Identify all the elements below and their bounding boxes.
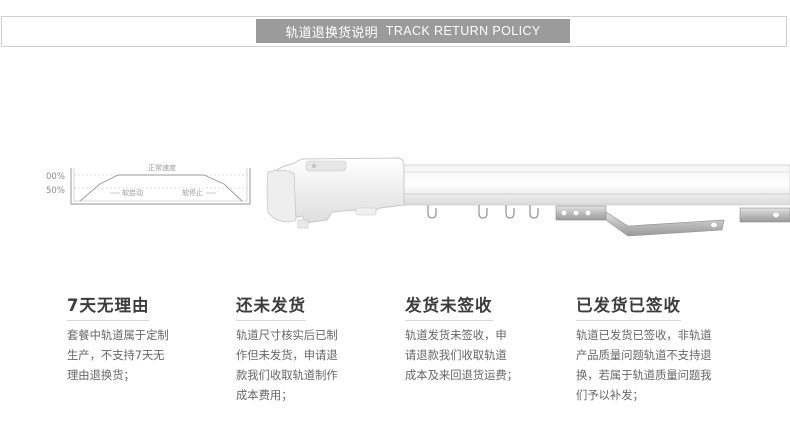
bracket-hole <box>585 210 591 216</box>
runner-hook <box>529 205 539 219</box>
policy-body: 轨道尺寸核实后已制 作但未发货，申请退 款我们收取轨道制作 成本费用； <box>236 326 384 406</box>
policy-shipped-not-received: 发货未签收 轨道发货未签收，申 请退款我们收取轨道 成本及来回退货运费； <box>405 292 555 386</box>
policy-body: 轨道已发货已签收，非轨道 产品质量问题轨道不支持退 换，若属于轨道质量问题我 们… <box>576 326 756 406</box>
motor-end-cap <box>266 170 297 223</box>
extension-arm <box>605 211 725 237</box>
bracket-hole <box>561 210 567 216</box>
policy-not-shipped: 还未发货 轨道尺寸核实后已制 作但未发货，申请退 款我们收取轨道制作 成本费用； <box>236 292 386 406</box>
soft-start-label: 软启动 <box>122 188 143 197</box>
policy-line: 成本费用； <box>236 389 293 402</box>
runner-hook <box>478 205 488 219</box>
policy-line: 套餐中轨道属于定制 <box>67 329 169 342</box>
banner-title: 轨道退换货说明 TRACK RETURN POLICY <box>256 19 570 43</box>
policy-title: 7天无理由 <box>67 292 150 321</box>
policy-title: 已发货已签收 <box>576 292 681 321</box>
end-bracket <box>739 207 790 223</box>
policy-body: 轨道发货未签收，申 请退款我们收取轨道 成本及来回退货运费； <box>405 326 553 386</box>
motor-screw <box>312 164 316 168</box>
policy-7days: 7天无理由 套餐中轨道属于定制 生产，不支持7天无 理由退换货； <box>67 292 217 386</box>
policy-line: 请退款我们收取轨道 <box>405 349 507 362</box>
track-product-image <box>262 150 790 240</box>
policy-line: 轨道已发货已签收，非轨道 <box>576 329 712 342</box>
end-bracket-hole <box>773 212 779 218</box>
soft-stop-label: 软停止 <box>182 188 203 197</box>
track-rail <box>391 164 790 206</box>
speed-frame-inner <box>73 168 248 202</box>
policy-title: 还未发货 <box>236 292 306 321</box>
policy-line: 产品质量问题轨道不支持退 <box>576 349 712 362</box>
policy-line: 轨道尺寸核实后已制 <box>236 329 338 342</box>
policy-line: 理由退换货； <box>67 369 135 382</box>
policy-title: 发货未签收 <box>405 292 493 321</box>
track-product-svg <box>266 157 790 237</box>
runner-hooks <box>427 205 539 219</box>
speed-diagram: 00% 50% 正常速度 软启动 软停止 <box>46 158 261 218</box>
motor-clip <box>297 219 309 229</box>
policy-line: 款我们收取轨道制作 <box>236 369 338 382</box>
speed-profile-line <box>79 174 243 202</box>
banner-title-cn: 轨道退换货说明 <box>285 25 378 41</box>
policy-body: 套餐中轨道属于定制 生产，不支持7天无 理由退换货； <box>67 326 215 386</box>
policy-shipped-received: 已发货已签收 轨道已发货已签收，非轨道 产品质量问题轨道不支持退 换，若属于轨道… <box>576 292 756 406</box>
speed-normal-label: 正常速度 <box>148 163 176 172</box>
runner-hook <box>505 205 515 219</box>
speed-frame <box>70 168 251 205</box>
speed-top-pct: 00% <box>46 172 65 182</box>
arm-hole <box>711 222 717 228</box>
runner-hook <box>427 205 437 219</box>
speed-diagram-svg: 00% 50% 正常速度 软启动 软停止 <box>46 163 251 205</box>
banner-title-en: TRACK RETURN POLICY <box>385 24 541 38</box>
policy-line: 作但未发货，申请退 <box>236 349 338 362</box>
speed-bottom-pct: 50% <box>46 186 65 196</box>
motor-top-detail <box>305 160 347 172</box>
policy-line: 生产，不支持7天无 <box>67 349 165 362</box>
policy-line: 换，若属于轨道质量问题我 <box>576 369 712 382</box>
policy-line: 们予以补发； <box>576 389 644 402</box>
policy-line: 成本及来回退货运费； <box>405 369 518 382</box>
motor-foot <box>355 207 377 216</box>
bracket-hole <box>573 210 579 216</box>
policy-line: 轨道发货未签收，申 <box>405 329 507 342</box>
